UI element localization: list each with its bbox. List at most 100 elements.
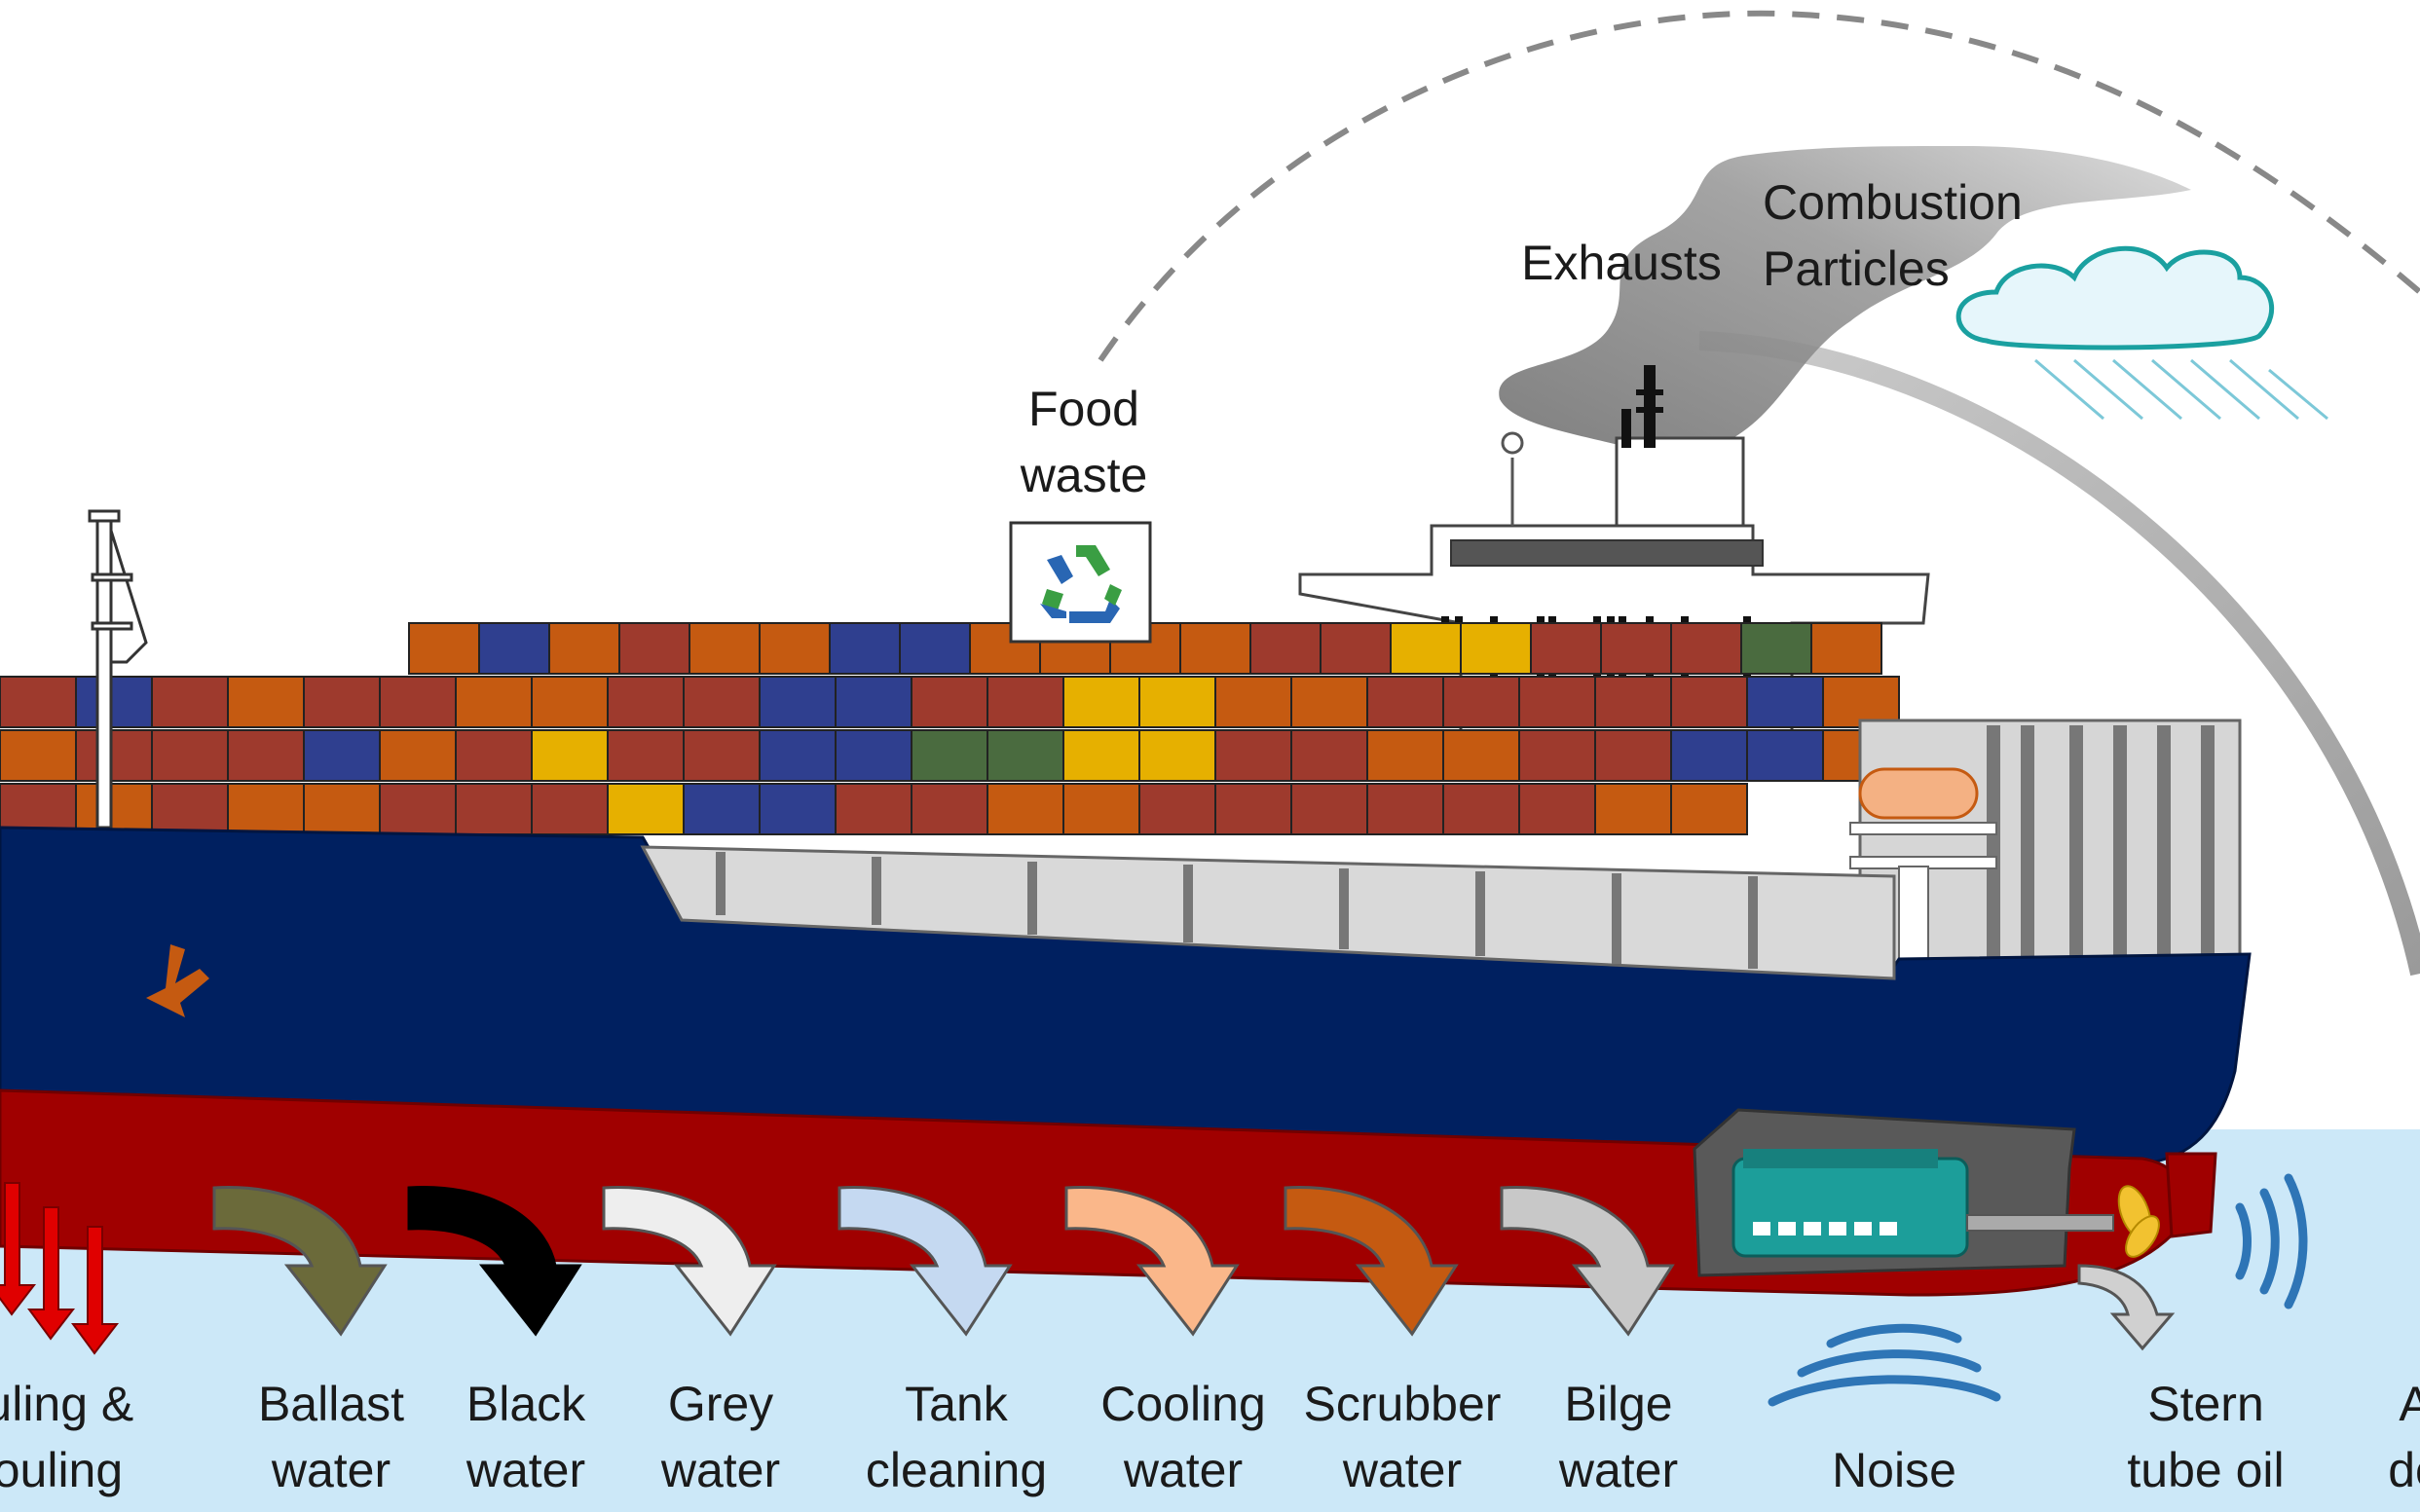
container xyxy=(1290,676,1368,728)
container xyxy=(987,783,1064,835)
container xyxy=(1214,676,1292,728)
scrubber-arrow xyxy=(1284,1186,1459,1337)
smoke-plume xyxy=(1499,146,2191,477)
combustion-particles-label: Combustion Particles xyxy=(1763,175,2023,296)
container xyxy=(227,676,305,728)
fouling-arrows xyxy=(0,1182,120,1355)
rudder xyxy=(2165,1152,2217,1238)
hold-deck xyxy=(640,845,1896,980)
container xyxy=(1740,622,1812,675)
container-stacks xyxy=(0,622,1900,835)
container xyxy=(455,783,533,835)
container xyxy=(303,783,381,835)
container xyxy=(987,676,1064,728)
container xyxy=(1594,783,1672,835)
container xyxy=(1249,622,1322,675)
container xyxy=(1442,729,1520,782)
container xyxy=(1530,622,1602,675)
container xyxy=(683,676,761,728)
container xyxy=(607,676,685,728)
container xyxy=(1594,729,1672,782)
container xyxy=(379,729,457,782)
container xyxy=(531,676,609,728)
bilge-arrow xyxy=(1500,1186,1675,1337)
bow-mast xyxy=(88,509,148,830)
fouling-label: fouling &tifouling xyxy=(0,1377,134,1497)
container xyxy=(455,676,533,728)
container xyxy=(911,783,988,835)
noise-label: Noise xyxy=(1832,1443,1956,1497)
container xyxy=(835,676,912,728)
container xyxy=(1810,622,1882,675)
container xyxy=(1670,622,1742,675)
container xyxy=(1366,676,1444,728)
container xyxy=(1390,622,1462,675)
propeller-icon xyxy=(2117,1185,2160,1258)
container xyxy=(379,676,457,728)
container xyxy=(0,729,77,782)
container xyxy=(1822,676,1900,728)
container xyxy=(1670,676,1748,728)
container xyxy=(1442,676,1520,728)
container xyxy=(531,729,609,782)
container xyxy=(1214,783,1292,835)
container xyxy=(75,676,153,728)
stern-tube-arrow xyxy=(2077,1264,2176,1351)
container xyxy=(759,676,837,728)
container xyxy=(531,783,609,835)
black-arrow xyxy=(407,1186,582,1337)
container xyxy=(911,676,988,728)
container xyxy=(303,676,381,728)
food-waste-bin xyxy=(1009,521,1152,644)
container xyxy=(227,729,305,782)
container xyxy=(151,676,229,728)
container xyxy=(1062,783,1140,835)
container xyxy=(835,729,912,782)
sound-wave-icon xyxy=(2235,1173,2308,1309)
container xyxy=(759,729,837,782)
container xyxy=(303,729,381,782)
grey-arrow xyxy=(602,1186,777,1337)
container xyxy=(607,783,685,835)
exhausts-label: Exhausts xyxy=(1521,236,1722,290)
container xyxy=(408,622,480,675)
stern-structure xyxy=(1849,719,2242,984)
container xyxy=(1366,729,1444,782)
container xyxy=(1290,783,1368,835)
container xyxy=(683,729,761,782)
edge-label: Ade xyxy=(2388,1377,2420,1497)
container xyxy=(227,783,305,835)
container xyxy=(1460,622,1532,675)
container xyxy=(1290,729,1368,782)
container xyxy=(379,783,457,835)
container xyxy=(1214,729,1292,782)
tank-arrow xyxy=(838,1186,1013,1337)
container xyxy=(1062,729,1140,782)
container xyxy=(1600,622,1672,675)
container xyxy=(1670,783,1748,835)
container xyxy=(548,622,620,675)
container xyxy=(75,783,153,835)
container xyxy=(759,622,831,675)
container xyxy=(75,729,153,782)
container xyxy=(911,729,988,782)
container xyxy=(1179,622,1251,675)
container xyxy=(478,622,550,675)
food-waste-label: Food waste xyxy=(1020,382,1148,502)
cooling-arrow xyxy=(1064,1186,1240,1337)
exhaust-deposition-arc xyxy=(1698,331,2420,977)
container xyxy=(829,622,901,675)
container xyxy=(1138,783,1216,835)
container xyxy=(899,622,971,675)
discharge-arrows xyxy=(212,1186,1675,1337)
container xyxy=(683,783,761,835)
container xyxy=(987,729,1064,782)
container xyxy=(1594,676,1672,728)
funnel xyxy=(1615,365,1745,528)
container xyxy=(1518,783,1596,835)
